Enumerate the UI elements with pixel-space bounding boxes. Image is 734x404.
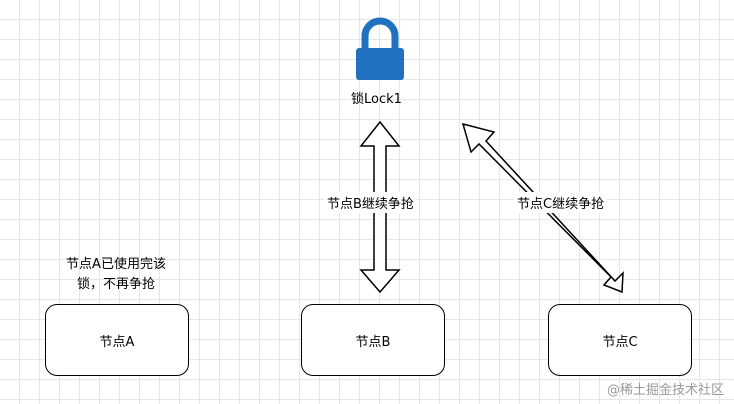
node-b-label: 节点B bbox=[355, 334, 391, 350]
watermark: @稀土掘金技术社区 bbox=[606, 383, 724, 398]
node-a-note: 节点A已使用完该 锁，不再争抢 bbox=[52, 255, 180, 295]
node-a-note-line-2: 锁，不再争抢 bbox=[76, 277, 155, 292]
node-c[interactable]: 节点C bbox=[548, 304, 692, 376]
node-a-note-line-1: 节点A已使用完该 bbox=[66, 257, 166, 272]
lock-icon bbox=[356, 17, 404, 80]
lock-label: 锁Lock1 bbox=[351, 92, 402, 107]
edge-label-node-b: 节点B继续争抢 bbox=[324, 192, 417, 213]
node-b[interactable]: 节点B bbox=[301, 304, 445, 376]
node-a-label: 节点A bbox=[99, 334, 135, 350]
edge-label-node-c: 节点C继续争抢 bbox=[514, 192, 608, 213]
node-a[interactable]: 节点A bbox=[45, 304, 189, 376]
node-c-label: 节点C bbox=[602, 334, 638, 350]
